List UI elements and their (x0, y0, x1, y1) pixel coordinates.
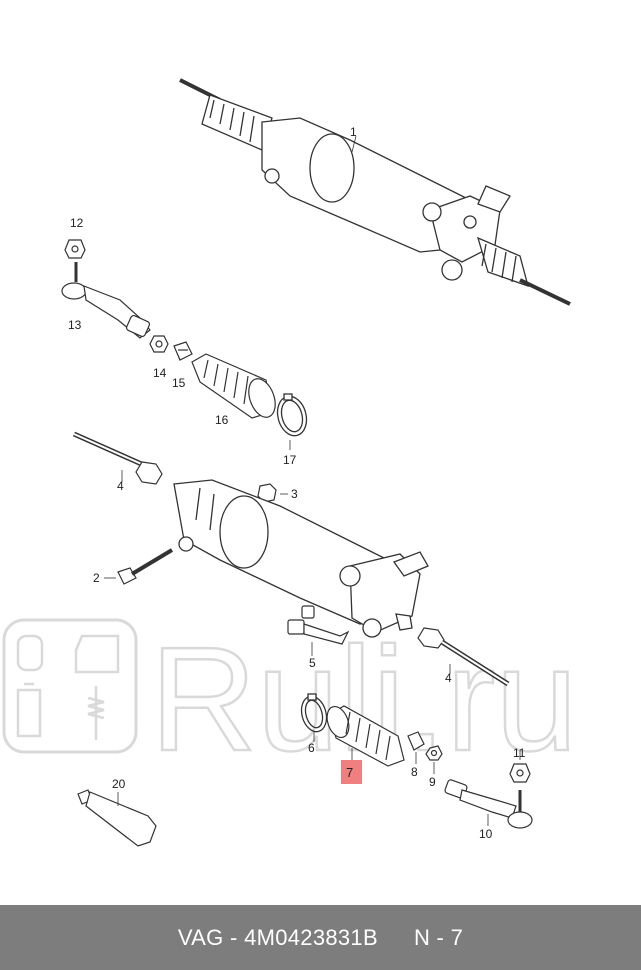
watermark-door-icon (74, 634, 120, 674)
label-part-11: 11 (513, 746, 526, 760)
label-part-1: 1 (350, 125, 357, 139)
watermark-icon-tile (2, 618, 138, 754)
steering-rack-assembly (173, 479, 429, 638)
label-part-4-right: 4 (445, 671, 452, 685)
label-part-15: 15 (172, 376, 186, 390)
part-11-nut (509, 750, 531, 783)
footer-part-number: 4M0423831B (244, 924, 378, 950)
part-9-nut (425, 745, 443, 774)
part-13-tie-rod-end (61, 262, 151, 339)
highlight-box-part-7 (341, 760, 362, 784)
label-part-2: 2 (93, 571, 100, 585)
part-14-nut (149, 335, 169, 353)
label-part-14: 14 (153, 366, 167, 380)
part-4-inner-tie-rod-left (72, 431, 163, 485)
footer-position: N - 7 (413, 924, 464, 950)
label-part-3: 3 (291, 487, 298, 501)
label-part-12: 12 (70, 216, 84, 230)
part-16-boot (191, 353, 276, 419)
part-8-clip (407, 731, 425, 764)
footer-separator: - (230, 924, 238, 950)
watermark-shock-absorber-icon (87, 686, 105, 740)
label-part-8: 8 (411, 765, 418, 779)
part-2-bolt (104, 548, 174, 585)
exploded-parts-diagram: Ruli.ru 1 12 13 14 (2, 78, 579, 847)
footer-brand: VAG (177, 924, 224, 950)
watermark: Ruli.ru (2, 616, 579, 783)
label-part-7: 7 (346, 765, 353, 780)
footer-bar: VAG - 4M0423831B N - 7 (0, 905, 641, 970)
part-1-steering-rack (179, 78, 571, 306)
part-20-grease-tube (77, 789, 157, 847)
part-10-tie-rod-end (444, 779, 533, 829)
watermark-engine-icon (16, 634, 44, 672)
watermark-oil-icon (16, 682, 42, 738)
part-6-clamp (300, 693, 328, 742)
part-3-block (257, 483, 288, 503)
label-part-5: 5 (309, 656, 316, 670)
label-part-17: 17 (283, 453, 297, 467)
label-part-6: 6 (308, 741, 315, 755)
label-part-16: 16 (215, 413, 229, 427)
label-part-9: 9 (429, 775, 436, 789)
part-12-nut (64, 239, 86, 259)
part-4-inner-tie-rod-right (417, 627, 510, 687)
label-part-10: 10 (479, 827, 493, 841)
part-15-clip (173, 341, 193, 361)
part-7-boot (326, 705, 405, 767)
watermark-text: Ruli.ru (150, 617, 578, 782)
part-5-connector (287, 605, 350, 656)
label-part-4-upper: 4 (117, 479, 124, 493)
label-part-20: 20 (112, 777, 126, 791)
label-part-13: 13 (68, 318, 82, 332)
part-17-clamp (276, 393, 308, 450)
